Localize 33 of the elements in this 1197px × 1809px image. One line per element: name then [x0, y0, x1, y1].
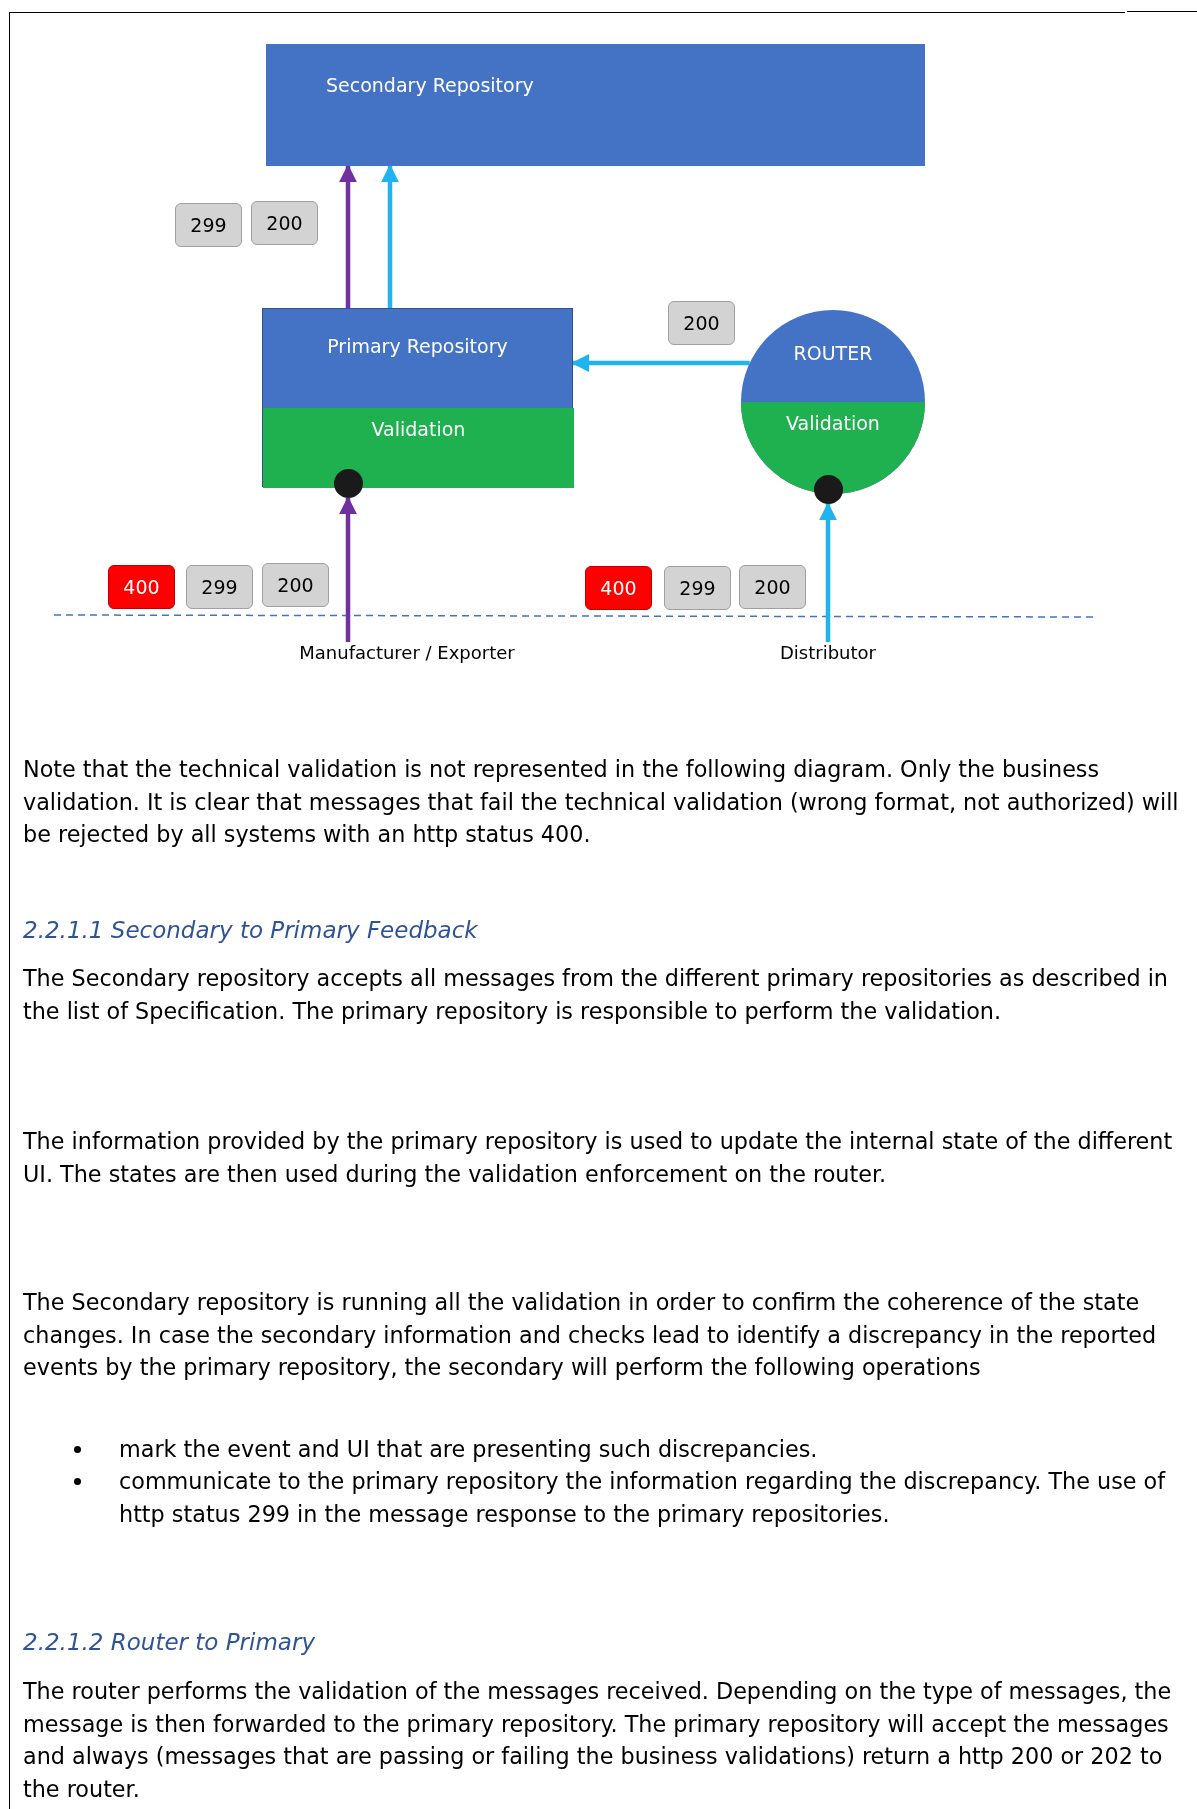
node-label: ROUTER: [792, 342, 874, 364]
repository-box: [262, 308, 573, 487]
status-code-badge: 299: [664, 566, 731, 610]
actor-label: Distributor: [758, 642, 898, 668]
arrow: [339, 496, 357, 642]
node-label: Validation: [785, 412, 881, 434]
status-code-badge: 299: [186, 565, 253, 609]
section-heading: 2.2.1.1 Secondary to Primary Feedback: [23, 916, 479, 945]
validation-band: [263, 408, 574, 488]
node-label: Primary Repository: [326, 335, 509, 357]
bullet-item: mark the event and UI that are presenting such discrepancies.: [119, 1435, 819, 1464]
arrow: [571, 354, 750, 372]
node-label: Validation: [370, 418, 467, 440]
status-code-badge: 200: [262, 563, 329, 607]
arrow: [819, 502, 837, 642]
repository-box: [266, 44, 925, 166]
paragraph: The router performs the validation of the messages received. Depending on the type of messages, the message is then forwarded to the primary repository. The primary repository will accept the messages and always (messages that are passing or failing the business validations) return a http 200 or 202 to the router.: [23, 1677, 1173, 1804]
bullet-item: communicate to the primary repository the information regarding the discrepancy. The use of http status 299 in the message response to the primary repositories.: [119, 1467, 1167, 1529]
status-code-badge: 299: [175, 203, 242, 247]
node-label: Secondary Repository: [326, 74, 534, 96]
arrow: [339, 164, 357, 308]
arrow: [381, 164, 399, 308]
status-code-badge: 200: [251, 201, 318, 245]
paragraph: Note that the technical validation is not represented in the following diagram. Only the business validation. It is clear that messages that fail the technical validation (wrong format, not authorized) will be rejected by all systems with an http status 400.: [23, 755, 1180, 849]
status-code-badge: 400: [585, 566, 652, 610]
section-heading: 2.2.1.2 Router to Primary: [23, 1628, 317, 1657]
actor-label: Manufacturer / Exporter: [277, 642, 537, 668]
status-code-badge: 200: [739, 565, 806, 609]
paragraph: The Secondary repository accepts all messages from the different primary repositories as described in the list of Specification. The primary repository is responsible to perform the validation.: [23, 964, 1169, 1026]
paragraph: The Secondary repository is running all the validation in order to confirm the coherence of the state changes. In case the secondary information and checks lead to identify a discrepancy in the reported events by the primary repository, the secondary will perform the following operations: [23, 1288, 1158, 1382]
paragraph: The information provided by the primary repository is used to update the internal state of the different UI. The states are then used during the validation enforcement on the router.: [23, 1127, 1174, 1189]
status-code-badge: 200: [668, 301, 735, 345]
status-code-badge: 400: [108, 565, 175, 609]
